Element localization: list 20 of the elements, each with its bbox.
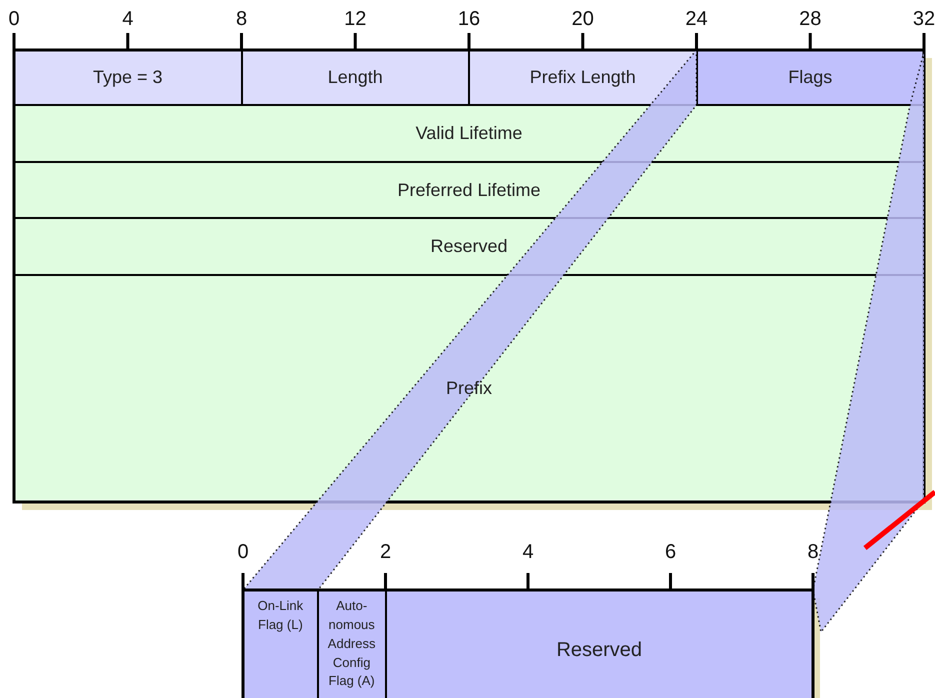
bit-number: 20: [572, 8, 594, 31]
bit-number: 12: [344, 8, 366, 31]
bit-number: 8: [236, 8, 248, 31]
bit-number: 4: [522, 541, 534, 564]
flag-bit-field: Auto- nomous Address Config Flag (A): [318, 590, 386, 698]
packet-field: Flags: [696, 50, 924, 105]
bit-number: 8: [807, 541, 819, 564]
bit-number: 16: [458, 8, 480, 31]
packet-field: Length: [242, 50, 469, 105]
flag-bit-field: Reserved: [386, 590, 813, 698]
bit-number: 28: [799, 8, 822, 31]
bit-number: 2: [380, 541, 392, 564]
bit-number: 6: [664, 541, 676, 564]
bit-number: 0: [8, 8, 20, 31]
packet-field: Type = 3: [14, 50, 242, 105]
flag-bit-field: On-Link Flag (L): [243, 590, 318, 698]
bit-number: 32: [912, 8, 935, 31]
bit-number: 4: [122, 8, 134, 31]
bit-number: 24: [685, 8, 708, 31]
bit-number: 0: [237, 541, 249, 564]
